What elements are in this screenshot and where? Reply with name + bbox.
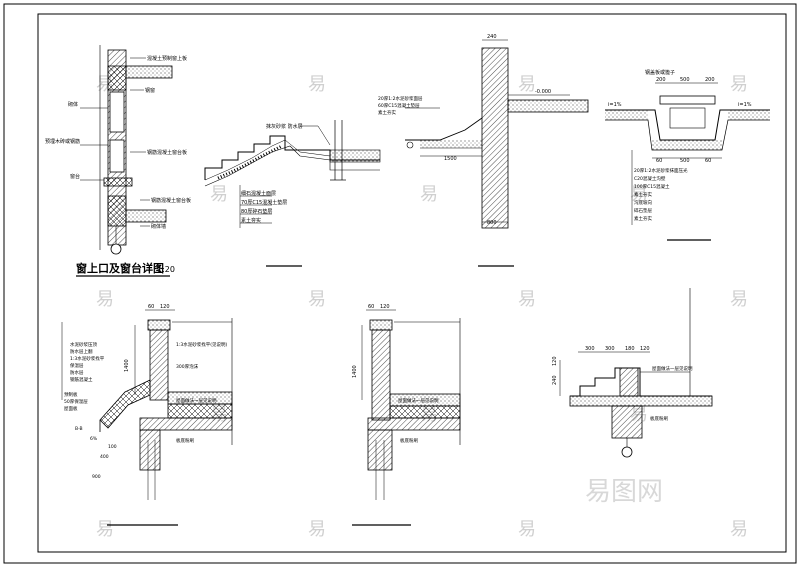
- svg-text:500: 500: [680, 158, 690, 164]
- detail-step-parapet: 300 300 180 120 240 120 屋面做法一层见说明 板底粉刷: [552, 288, 713, 458]
- detail-steps: 抹灰砂浆 防水层 细石混凝土面层 70厚C15混凝土垫层 80厚碎石垫层 素土夯…: [204, 120, 381, 267]
- svg-text:B-B: B-B: [75, 426, 83, 432]
- svg-text:120: 120: [160, 304, 170, 310]
- svg-text:易: 易: [518, 74, 536, 95]
- svg-text:防水层: 防水层: [70, 369, 84, 376]
- svg-text:180: 180: [625, 346, 635, 352]
- svg-text:预埋木砖或钢筋: 预埋木砖或钢筋: [45, 138, 80, 145]
- svg-text:沟底坡向: 沟底坡向: [634, 199, 652, 206]
- svg-text:80厚碎石垫层: 80厚碎石垫层: [241, 208, 272, 215]
- svg-text:素土夯实: 素土夯实: [634, 191, 652, 198]
- svg-text:易: 易: [96, 519, 114, 540]
- svg-text:120: 120: [552, 356, 558, 366]
- svg-text:200: 200: [656, 77, 666, 83]
- svg-text:易: 易: [518, 519, 536, 540]
- svg-text:500: 500: [680, 77, 690, 83]
- svg-text:易: 易: [730, 519, 748, 540]
- svg-text:60: 60: [656, 158, 662, 164]
- svg-text:易: 易: [518, 289, 536, 310]
- svg-text:1:3水泥砂浆找平: 1:3水泥砂浆找平: [70, 355, 105, 362]
- svg-text:细石混凝土面层: 细石混凝土面层: [241, 190, 276, 197]
- svg-text:易: 易: [420, 184, 438, 205]
- svg-text:400: 400: [100, 454, 109, 460]
- svg-text:屋面做法一层见说明: 屋面做法一层见说明: [398, 397, 439, 404]
- svg-text:屋面做法一层见说明: 屋面做法一层见说明: [652, 365, 693, 372]
- svg-text:100: 100: [108, 444, 117, 450]
- svg-text:60: 60: [705, 158, 711, 164]
- svg-text:易: 易: [630, 184, 648, 205]
- svg-text:6%: 6%: [90, 436, 98, 442]
- svg-text:抹灰砂浆 防水层: 抹灰砂浆 防水层: [266, 123, 303, 130]
- svg-text:C20混凝土沟壁: C20混凝土沟壁: [634, 175, 666, 182]
- svg-text:1500: 1500: [444, 156, 457, 162]
- drawing-scale: 1:20: [157, 265, 175, 274]
- svg-text:易: 易: [730, 289, 748, 310]
- svg-text:200: 200: [705, 77, 715, 83]
- svg-text:窗台: 窗台: [70, 173, 80, 180]
- svg-text:混凝土预制窗上板: 混凝土预制窗上板: [147, 55, 187, 62]
- svg-text:素土夯实: 素土夯实: [241, 217, 261, 224]
- watermark-layer: 易 易 易 易 易 易 易 易 易 易 易 易 易 易 易 易 易 易 易图网: [96, 74, 748, 540]
- svg-text:900: 900: [92, 474, 101, 480]
- svg-text:70厚C15混凝土垫层: 70厚C15混凝土垫层: [241, 199, 287, 206]
- svg-text:300: 300: [605, 346, 615, 352]
- svg-text:砌体墙: 砌体墙: [151, 223, 166, 230]
- svg-text:1:3水泥砂浆找平(见说明): 1:3水泥砂浆找平(见说明): [176, 341, 227, 348]
- svg-text:屋面做法一层见说明: 屋面做法一层见说明: [176, 397, 217, 404]
- svg-text:易: 易: [730, 74, 748, 95]
- svg-text:1400: 1400: [124, 359, 130, 372]
- watermark-brand: 易图网: [585, 477, 663, 507]
- svg-text:50厚保温层: 50厚保温层: [64, 398, 88, 405]
- svg-text:板底粉刷: 板底粉刷: [650, 415, 668, 422]
- svg-text:预制板: 预制板: [64, 391, 78, 398]
- svg-text:易: 易: [210, 184, 228, 205]
- detail-parapet-mid: 60 120 1400 屋面做法一层见说明 板底粉刷: [352, 304, 461, 526]
- svg-text:240: 240: [487, 34, 497, 40]
- outer-frame: [3, 3, 797, 564]
- svg-text:i=1%: i=1%: [608, 102, 622, 108]
- svg-text:易: 易: [308, 289, 326, 310]
- svg-text:屋面板: 屋面板: [64, 405, 78, 412]
- svg-text:钢筋混凝土窗台板: 钢筋混凝土窗台板: [151, 197, 191, 204]
- svg-text:易: 易: [308, 74, 326, 95]
- detail-parapet-left: 60 120 1400 水泥砂浆压顶 防水层上翻 1:3水泥砂浆找平 保温层 防…: [61, 304, 233, 526]
- svg-text:120: 120: [640, 346, 650, 352]
- svg-text:300: 300: [585, 346, 595, 352]
- svg-text:水泥砂浆压顶: 水泥砂浆压顶: [70, 341, 97, 348]
- svg-text:100厚C15混凝土: 100厚C15混凝土: [634, 183, 670, 190]
- svg-text:钢盖板或篦子: 钢盖板或篦子: [645, 69, 675, 76]
- svg-text:砌体: 砌体: [68, 101, 78, 108]
- svg-text:碎石垫层: 碎石垫层: [634, 207, 652, 214]
- detail-wall-window: 混凝土预制窗上板 钢窗 砌体 预埋木砖或钢筋 钢筋混凝土窗台板 窗台 钢筋混凝土…: [45, 45, 191, 277]
- svg-text:1400: 1400: [352, 365, 358, 378]
- svg-text:i=1%: i=1%: [738, 102, 752, 108]
- svg-text:240: 240: [552, 375, 558, 385]
- svg-text:60: 60: [148, 304, 154, 310]
- detail-trench: 钢盖板或篦子 200 500 200 i=1% i=1% 60 500 60 2…: [605, 69, 770, 241]
- svg-text:易: 易: [96, 289, 114, 310]
- svg-text:防水层上翻: 防水层上翻: [70, 348, 93, 355]
- svg-text:易: 易: [308, 519, 326, 540]
- svg-text:钢筋混凝土: 钢筋混凝土: [70, 376, 93, 383]
- svg-text:钢窗: 钢窗: [145, 87, 155, 94]
- svg-text:800: 800: [487, 220, 497, 226]
- svg-text:板底粉刷: 板底粉刷: [400, 437, 418, 444]
- svg-text:300厚泡沫: 300厚泡沫: [176, 363, 199, 370]
- svg-text:板底粉刷: 板底粉刷: [176, 437, 194, 444]
- svg-text:60厚C15混凝土垫层: 60厚C15混凝土垫层: [378, 102, 420, 109]
- svg-text:60: 60: [368, 304, 374, 310]
- svg-text:120: 120: [380, 304, 390, 310]
- svg-text:-0.000: -0.000: [535, 89, 551, 95]
- inner-frame: [37, 13, 787, 553]
- drawing-title: 窗上口及窗台详图: [76, 261, 164, 275]
- svg-text:素土夯实: 素土夯实: [634, 215, 652, 222]
- svg-text:素土夯实: 素土夯实: [378, 109, 396, 116]
- svg-text:钢筋混凝土窗台板: 钢筋混凝土窗台板: [147, 149, 187, 156]
- detail-wall-footing: 240 -0.000 1500 800 20厚1:2水泥砂浆面层 60厚C15混…: [378, 34, 589, 267]
- svg-text:20厚1:2水泥砂浆面层: 20厚1:2水泥砂浆面层: [378, 95, 423, 102]
- svg-text:20厚1:2水泥砂浆抹面压光: 20厚1:2水泥砂浆抹面压光: [634, 167, 688, 174]
- svg-text:保温层: 保温层: [70, 362, 84, 369]
